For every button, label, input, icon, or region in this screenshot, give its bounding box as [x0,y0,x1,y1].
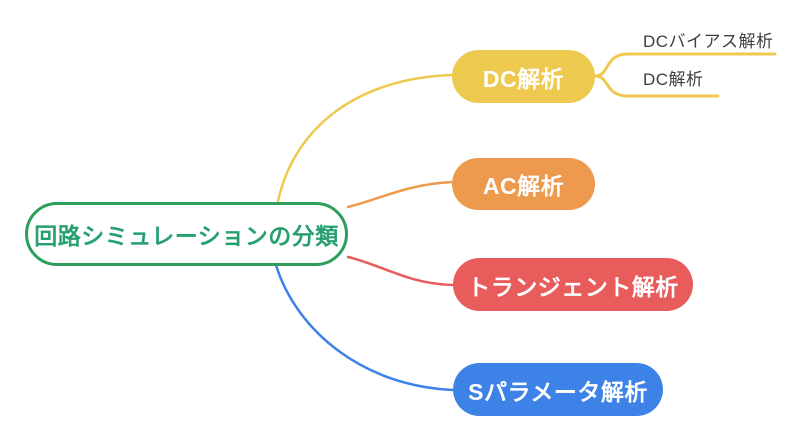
branch-node-dc[interactable]: DC解析 [452,50,595,103]
branch-node-ac[interactable]: AC解析 [452,158,595,210]
connector-dc [276,73,454,203]
branch-node-transient[interactable]: トランジェント解析 [453,258,693,311]
connector-sparam [274,263,455,392]
branch-node-ac-label: AC解析 [482,173,565,199]
branch-node-sparam-label: Sパラメータ解析 [468,378,648,405]
connector-transient [346,255,455,287]
connector-ac [346,180,454,209]
child-node-dc-bias[interactable]: DCバイアス解析 [643,32,774,51]
branch-node-sparam[interactable]: Sパラメータ解析 [453,363,663,416]
branch-node-transient-label: トランジェント解析 [467,273,679,300]
root-node[interactable]: 回路シミュレーションの分類 [25,202,348,266]
root-node-label: 回路シミュレーションの分類 [34,223,339,249]
connector-dc-child [593,74,720,98]
child-node-dc[interactable]: DC解析 [643,70,704,89]
branch-node-dc-label: DC解析 [482,65,565,92]
